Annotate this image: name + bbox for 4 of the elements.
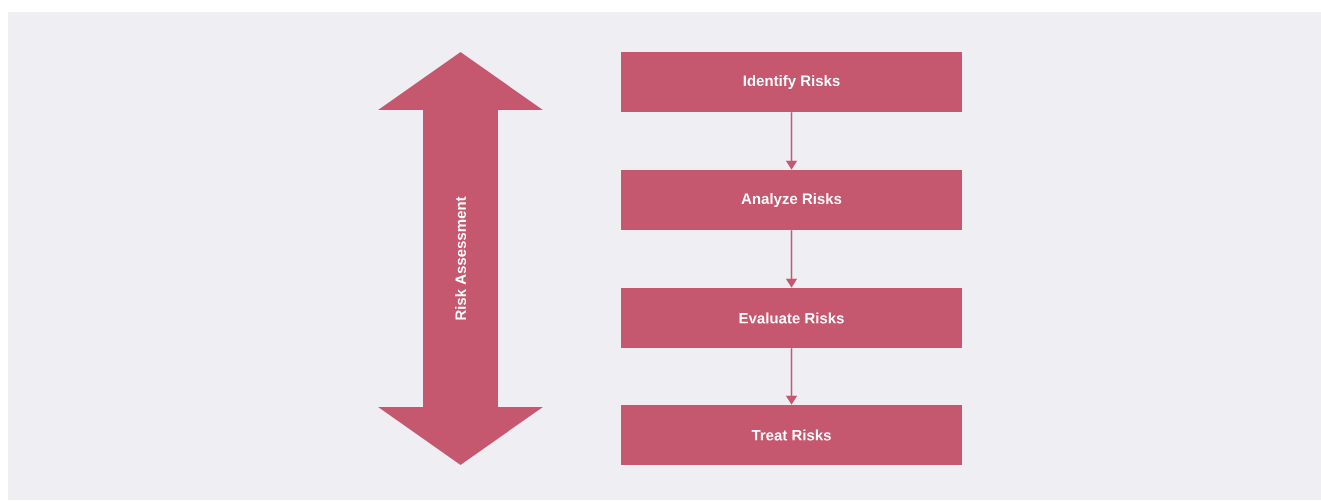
process-box: Identify Risks (621, 52, 962, 112)
process-box: Evaluate Risks (621, 288, 962, 348)
process-box: Treat Risks (621, 405, 962, 465)
process-box: Analyze Risks (621, 170, 962, 230)
